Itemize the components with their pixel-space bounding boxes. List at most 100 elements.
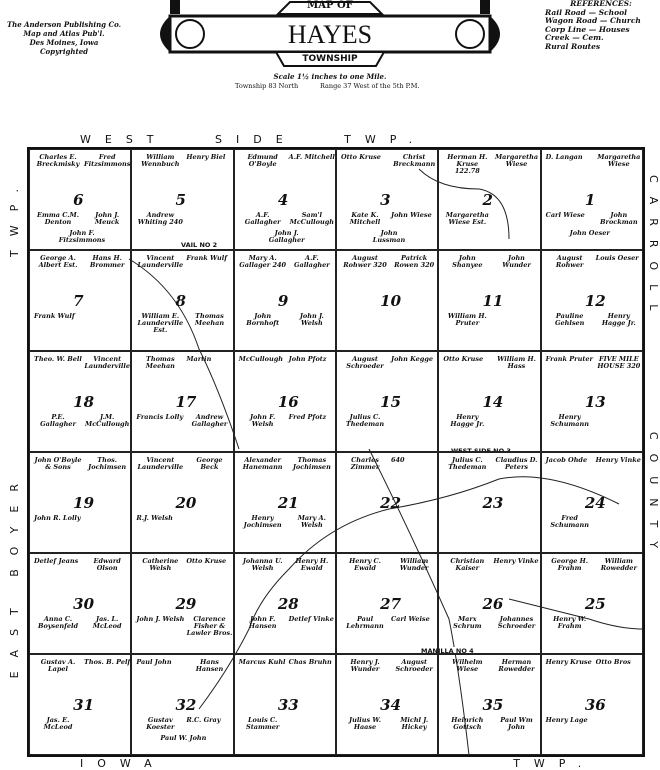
owner-label: Margaretha Wiese — [494, 153, 539, 168]
owner-label: Patrick Rowen 320 — [394, 254, 435, 269]
border-label-bottom: IOWA TWP. — [80, 757, 596, 770]
road-label-manilla: MANILLA NO 4 — [419, 647, 476, 655]
owner-label: Sam'l McCullough — [289, 211, 334, 226]
owner-label: Paul W. John — [160, 734, 207, 742]
section-number: 32 — [175, 695, 197, 714]
owner-label: Thomas Jochimsen — [292, 456, 331, 471]
section-number: 22 — [380, 493, 402, 512]
owner-label: Thomas Meehan — [145, 355, 175, 370]
owner-label: Chas Bruhn — [288, 658, 332, 666]
owner-label: Gustav A. Lapel — [40, 658, 76, 673]
section-number: 9 — [277, 291, 289, 310]
owner-label: Henry Vinke — [493, 557, 539, 565]
owner-label: Vincent Launderville — [84, 355, 130, 370]
owner-label: Margaretha Wiese — [597, 153, 641, 168]
section-number: 18 — [73, 392, 95, 411]
owner-label: Otto Kruse — [443, 355, 484, 363]
owner-label: Louis Oeser — [595, 254, 639, 262]
references-legend: REFERENCES: Rail Road — School Wagon Roa… — [545, 0, 657, 51]
owner-label: John F. Hansen — [248, 615, 277, 630]
owner-label: Hans H. Brommer — [89, 254, 125, 269]
owner-label: Claudius D. Peters — [495, 456, 538, 471]
owner-label: William H. Hass — [497, 355, 536, 370]
owner-label: Herman H. Kruse 122.78 — [447, 153, 488, 175]
owner-label: Fred Pfotz — [288, 413, 327, 421]
owner-label: J.M. McCullough — [85, 413, 130, 428]
title-banner — [160, 0, 500, 67]
owner-label: Hans Hansen — [195, 658, 224, 673]
owner-label: 640 — [391, 456, 405, 464]
owner-label: Theo. W. Bell — [34, 355, 82, 363]
owner-label: Wilhelm Wiese — [452, 658, 483, 673]
owner-label: Henry Jochimsen — [243, 514, 282, 529]
section-number: 15 — [380, 392, 402, 411]
owner-label: Otto Kruse — [186, 557, 227, 565]
range-number: Range 37 West of the 5th P.M. — [320, 82, 420, 90]
section-number: 11 — [482, 291, 504, 310]
section-number: 13 — [584, 392, 606, 411]
owner-label: August Rohwer — [555, 254, 584, 269]
owner-label: Julius C. Thedeman — [345, 413, 385, 428]
owner-label: Emma C.M. Denton — [37, 211, 79, 226]
legend-item: Rural Routes — [545, 41, 601, 51]
section-number: 26 — [482, 594, 504, 613]
owner-label: Edward Olson — [93, 557, 121, 572]
road-label-vail: VAIL NO 2 — [179, 241, 220, 249]
owner-label: A.F. Mitchell — [288, 153, 335, 161]
owner-label: Detlef Jeans — [34, 557, 79, 565]
section-number: 20 — [175, 493, 197, 512]
owner-label: John Kegge — [391, 355, 433, 363]
owner-label: Detlef Vinke — [288, 615, 334, 623]
section-number: 10 — [380, 291, 402, 310]
owner-label: Fred Schumann — [550, 514, 589, 529]
section-number: 36 — [584, 695, 606, 714]
owner-label: Jas. L. McLeod — [92, 615, 122, 630]
publisher-name: The Anderson Publishing Co. — [6, 20, 122, 29]
owner-label: Vincent Launderville — [137, 456, 184, 471]
section-number: 34 — [380, 695, 402, 714]
owner-label: Jacob Ohde — [545, 456, 588, 464]
owner-label: Carl Weise — [391, 615, 430, 623]
owner-label: Henry H. Ewald — [295, 557, 329, 572]
border-label-left: EAST BOYER — [8, 470, 21, 679]
owner-label: Anna C. Boysenfeld — [37, 615, 79, 630]
owner-label: Gustav Koester — [146, 716, 175, 731]
section-number: 30 — [73, 594, 95, 613]
owner-label: Louis C. Stammer — [246, 716, 280, 731]
owner-label: John Lussman — [372, 229, 406, 244]
owner-label: Marcus Kuhl — [238, 658, 286, 666]
section-number: 6 — [73, 190, 84, 209]
owner-label: A.F. Gallagher — [244, 211, 281, 226]
section-number: 17 — [175, 392, 197, 411]
owner-label: Henry W. Frahm — [553, 615, 587, 630]
section-number: 16 — [277, 392, 299, 411]
owner-label: P.E. Gallagher — [40, 413, 76, 428]
section-number: 14 — [482, 392, 504, 411]
owner-label: Margaretha Wiese Est. — [445, 211, 489, 226]
publisher-city: Des Moines, Iowa — [29, 38, 99, 47]
owner-label: Henry C. Ewald — [349, 557, 381, 572]
legend-item: Corp Line — Houses — [545, 24, 630, 34]
owner-label: John J. Welsh — [136, 615, 185, 623]
owner-label: FIVE MILE HOUSE 320 — [597, 355, 641, 370]
scale-note: Scale 1½ inches to one Mile. — [273, 72, 387, 81]
owner-label: Carl Wiese — [545, 211, 585, 219]
